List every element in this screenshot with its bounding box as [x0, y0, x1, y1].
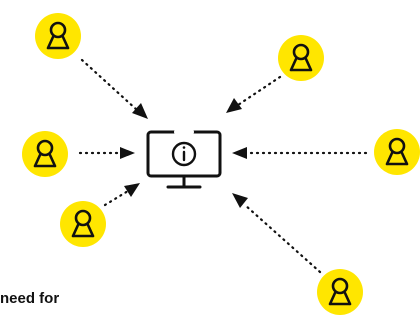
arrow-left: [78, 147, 135, 159]
arrow-right: [232, 147, 368, 159]
user-icon-top-right: [276, 33, 326, 83]
arrow-top-left: [80, 58, 148, 119]
arrow-bottom-right: [232, 193, 322, 274]
user-icon-bottom-right: [315, 267, 365, 317]
monitor-info-icon: [146, 130, 222, 189]
caption-text: need for: [0, 290, 60, 307]
user-icon-right: [372, 127, 420, 177]
user-icon-left: [20, 129, 70, 179]
arrow-top-right: [226, 75, 282, 113]
arrow-bottom-left: [103, 183, 140, 207]
user-icon-top-left: [33, 11, 83, 61]
user-icon-bottom-left: [58, 199, 108, 249]
info-icon: [171, 141, 197, 167]
arrow-group: [78, 58, 368, 274]
